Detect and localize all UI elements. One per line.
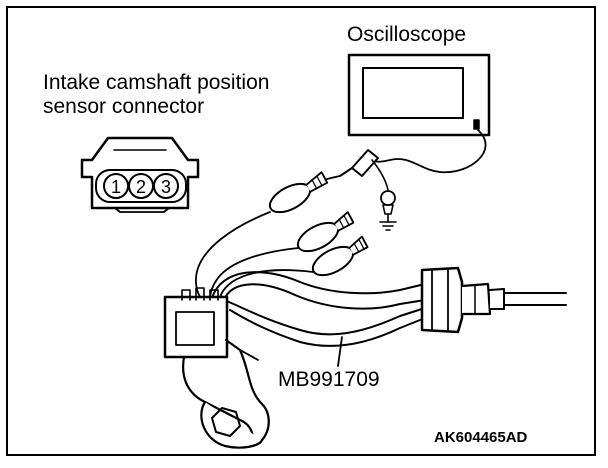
sensor-connector-icon xyxy=(80,136,200,213)
page-frame xyxy=(6,6,596,456)
ground-clip-icon xyxy=(379,190,397,231)
alligator-clip-1 xyxy=(268,171,329,214)
harness-outer xyxy=(211,271,426,299)
harness-lower-inner xyxy=(229,309,426,347)
tool-leader-line xyxy=(337,336,343,367)
connector-label-line-1: Intake camshaft position xyxy=(43,71,270,94)
oscilloscope-icon xyxy=(347,53,491,137)
harness-inner xyxy=(223,283,426,310)
probe-plug-icon xyxy=(339,149,389,191)
connector-pin-2: 2 xyxy=(136,177,146,197)
oscilloscope-label: Oscilloscope xyxy=(347,23,467,46)
harness-connector-icon xyxy=(420,266,567,334)
figure-code: AK604465AD xyxy=(434,429,528,446)
connector-pin-3: 3 xyxy=(161,177,171,197)
tool-label: MB991709 xyxy=(278,368,380,391)
harness-lower-outer xyxy=(223,299,426,336)
oscilloscope-cable xyxy=(369,129,487,173)
camshaft-sensor-icon xyxy=(163,287,270,449)
connector-label-line-2: sensor connector xyxy=(43,95,205,118)
connector-pin-1: 1 xyxy=(111,177,121,197)
test-lead-3 xyxy=(219,269,314,301)
test-lead-1 xyxy=(195,211,271,301)
